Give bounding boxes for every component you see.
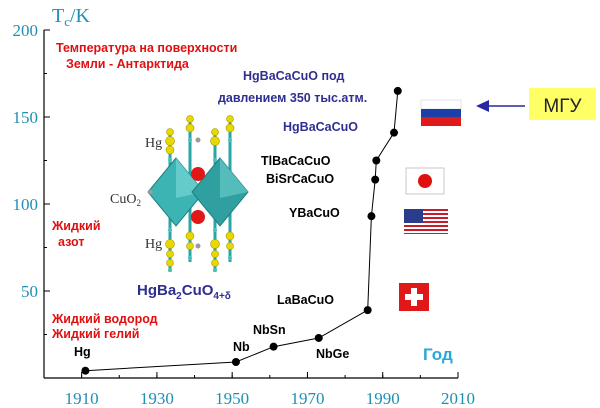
x-tick-label: 2010 [441, 389, 475, 408]
ref-label-helium: Жидкий гелий [51, 327, 139, 341]
tc-point [81, 366, 90, 375]
ref-label-surface-1: Температура на поверхности [56, 41, 237, 55]
tc-point [372, 156, 381, 165]
tc-point [231, 357, 240, 366]
tc-points [81, 86, 402, 375]
point-label-hg: Hg [74, 345, 91, 359]
structure-formula: HgBa2CuO4+δ [137, 282, 231, 302]
ref-label-hydrogen: Жидкий водород [51, 312, 158, 326]
usa-flag [404, 209, 448, 234]
structure-label-hg-bottom: Hg [145, 237, 162, 252]
y-tick-label: 100 [13, 195, 39, 214]
japan-flag [405, 167, 445, 195]
point-label-hgbacacuo: HgBaCaCuO [283, 120, 358, 134]
structure-label-hg-top: Hg [145, 136, 162, 151]
point-label-hg-pressure-1: HgBaCaCuO под [243, 69, 344, 83]
point-label-hg-pressure-2: давлением 350 тыс.атм. [218, 91, 367, 105]
point-label-tlbacacuo: TlBaCaCuO [261, 154, 331, 168]
point-label-nbge: NbGe [316, 347, 349, 361]
x-tick-label: 1970 [290, 389, 324, 408]
y-tick-label: 150 [13, 108, 39, 127]
switzerland-flag [399, 283, 429, 311]
x-tick-label: 1950 [215, 389, 249, 408]
msu-badge: МГУ [529, 88, 596, 120]
point-label-labacuo: LaBaCuO [277, 293, 334, 307]
point-label-nbsn: NbSn [253, 323, 286, 337]
ref-label-nitrogen-1: Жидкий [51, 219, 101, 233]
y-tick-label: 200 [13, 21, 39, 40]
crystal-structure-icon [147, 115, 249, 272]
y-tick-label: 50 [21, 282, 38, 301]
tc-point [363, 306, 372, 315]
x-axis-label: Год [423, 345, 453, 364]
tc-point [371, 175, 380, 184]
point-label-ybacuo: YBaCuO [289, 206, 340, 220]
x-tick-label: 1930 [140, 389, 174, 408]
msu-badge-text: МГУ [543, 96, 582, 117]
point-label-bisrcacuo: BiSrCaCuO [266, 172, 334, 186]
tc-point [314, 333, 323, 342]
ref-label-surface-2: Земли - Антарктида [66, 57, 190, 71]
axis-ticks: 1910 1930 1950 1970 1990 2010 50 100 150 200 [13, 21, 476, 408]
x-tick-label: 1990 [366, 389, 400, 408]
y-axis-label: Tc/K [52, 5, 91, 29]
tc-point [367, 212, 376, 221]
structure-label-cuo2: CuO2 [110, 192, 141, 208]
ref-label-nitrogen-2: азот [58, 235, 84, 249]
point-label-nb: Nb [233, 340, 250, 354]
tc-point [390, 128, 399, 137]
russia-flag [420, 99, 462, 126]
tc-point [393, 86, 402, 95]
x-tick-label: 1910 [65, 389, 99, 408]
tc-series-line [85, 90, 399, 372]
arrow-to-msu [476, 100, 525, 112]
tc-point [269, 342, 278, 351]
